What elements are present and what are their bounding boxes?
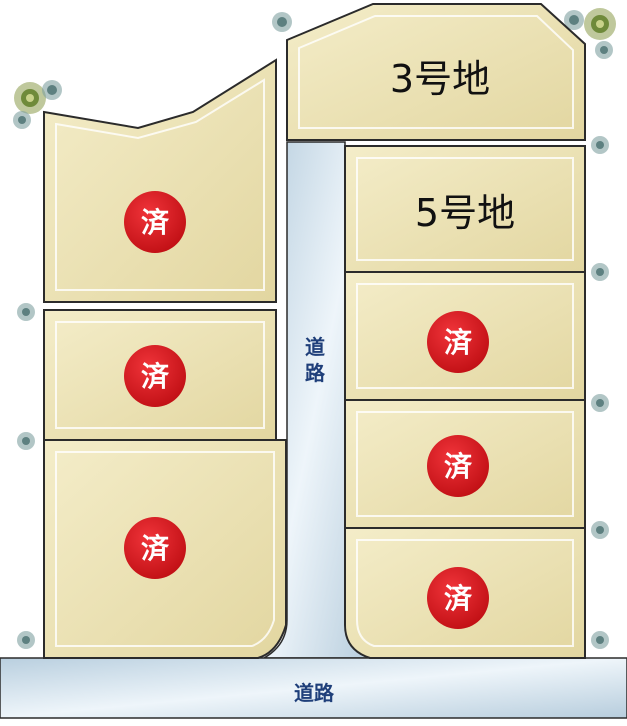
road-horizontal-label: 道路 (294, 681, 335, 705)
road-horizontal (0, 657, 627, 719)
shrub-icon (17, 432, 35, 450)
shrub-icon (591, 136, 609, 154)
sold-badge-text: 済 (141, 532, 170, 565)
shrub-icon (14, 82, 46, 114)
shrub-icon (42, 80, 62, 100)
shrub-icon (595, 41, 613, 59)
sold-badge: 済 (427, 311, 489, 373)
roads (0, 141, 627, 719)
lot-5-label: 5号地 (415, 191, 515, 235)
sold-badge: 済 (124, 191, 186, 253)
sold-badge-text: 済 (444, 582, 473, 615)
sold-badge: 済 (124, 517, 186, 579)
shrub-icon (564, 10, 584, 30)
sold-badge-text: 済 (444, 326, 473, 359)
shrub-icon (584, 8, 616, 40)
shrub-icon (17, 631, 35, 649)
sold-badges: 済 済 済 済 済 済 (124, 191, 489, 629)
road-vertical-label-1: 道 (305, 335, 325, 359)
sold-badge: 済 (427, 567, 489, 629)
shrub-icon (272, 12, 292, 32)
sold-badge-text: 済 (444, 450, 473, 483)
shrub-icon (13, 111, 31, 129)
shrub-icon (591, 521, 609, 539)
sold-badge-text: 済 (141, 360, 170, 393)
shrub-icon (591, 631, 609, 649)
shrub-icon (591, 394, 609, 412)
sold-badge: 済 (124, 345, 186, 407)
shrubs (13, 8, 616, 649)
lots (43, 3, 586, 659)
lot-3[interactable] (286, 3, 586, 141)
shrub-icon (17, 303, 35, 321)
lot-5[interactable] (344, 145, 586, 273)
road-vertical-label-2: 路 (305, 361, 326, 385)
sold-badge: 済 (427, 435, 489, 497)
lot-left-1 (43, 58, 277, 303)
shrub-icon (591, 263, 609, 281)
sold-badge-text: 済 (141, 206, 170, 239)
lot-3-label: 3号地 (390, 57, 490, 101)
